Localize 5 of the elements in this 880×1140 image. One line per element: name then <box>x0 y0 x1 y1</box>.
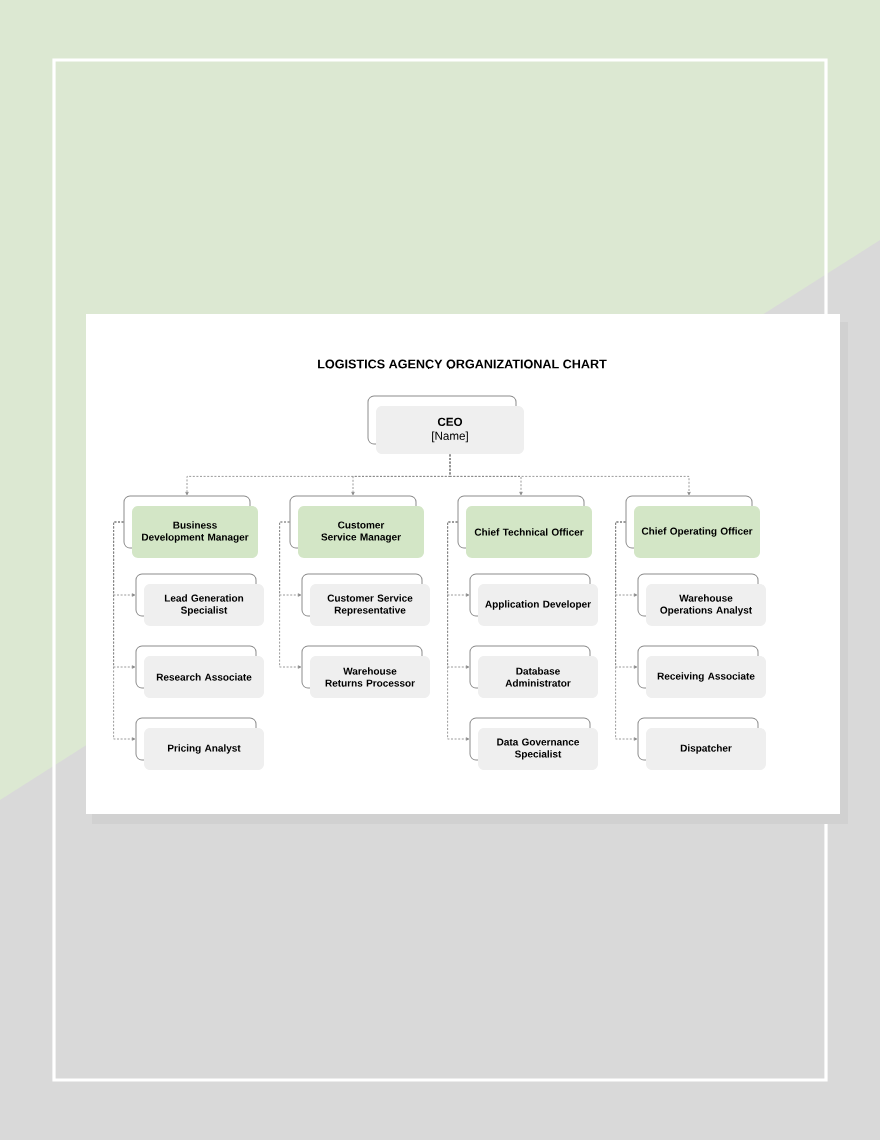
connector <box>279 521 302 669</box>
connector <box>113 521 136 741</box>
connector <box>447 521 470 741</box>
connector <box>615 521 638 741</box>
connector <box>449 454 691 496</box>
